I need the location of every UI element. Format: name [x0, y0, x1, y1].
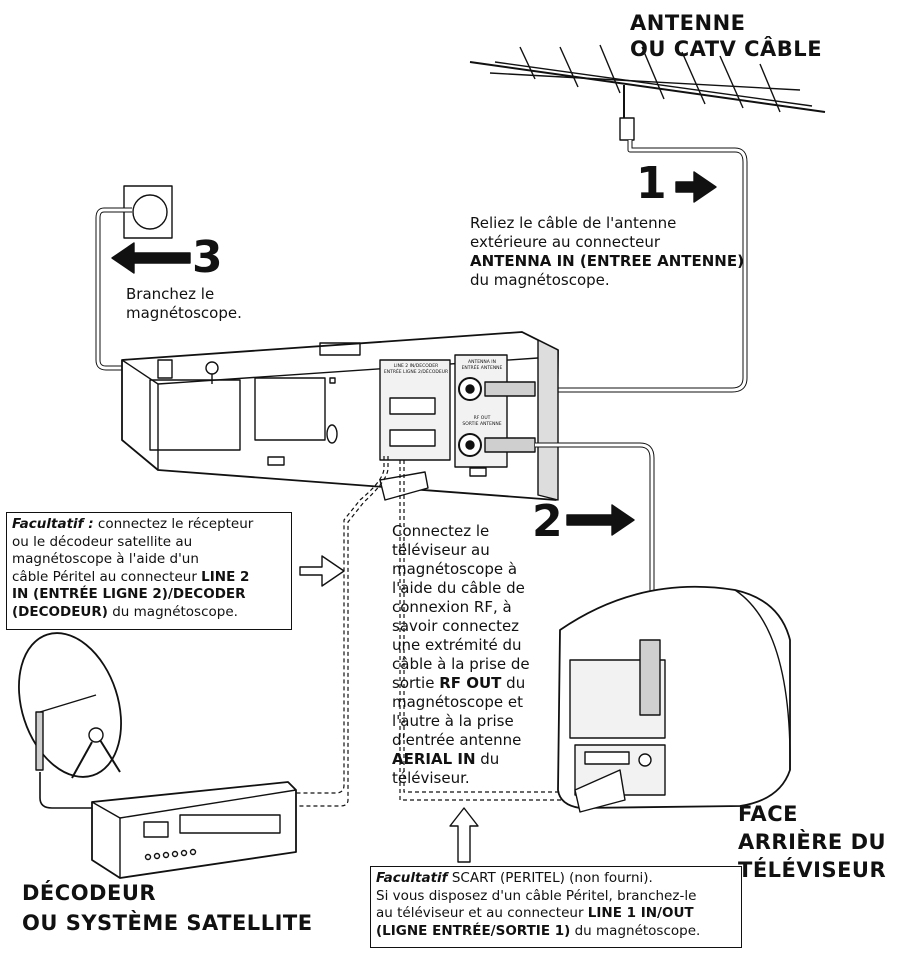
scart-cable-dashed: [290, 456, 575, 807]
text-line: magnétoscope.: [126, 304, 242, 322]
text-line: savoir connectez: [392, 617, 520, 635]
panel-label-line: ENTRÉE ANTENNE: [461, 366, 503, 371]
line2-panel-label: LINE 2 IN/DECODER ENTRÉE LIGNE 2/DÉCODEU…: [383, 364, 449, 376]
connector-name: (LIGNE ENTRÉE/SORTIE 1): [376, 922, 571, 939]
antenna-illustration: [469, 44, 826, 141]
text-line: connexion RF, à: [392, 598, 512, 616]
hollow-arrow-up-icon: [449, 807, 479, 863]
title-line: OU SYSTÈME SATELLITE: [22, 911, 313, 935]
connector-name: AERIAL IN: [392, 750, 476, 768]
vcr-rear-illustration: [121, 331, 559, 501]
panel-label-line: RF OUT: [473, 416, 491, 421]
satellite-dish-illustration: [18, 632, 122, 809]
text-part: sortie: [392, 674, 440, 692]
text-line: téléviseur au: [392, 541, 490, 559]
connector-name: RF OUT: [439, 674, 502, 692]
text-line: Si vous disposez d'un câble Péritel, bra…: [376, 887, 697, 904]
step-1-instructions: Reliez le câble de l'antenne extérieure …: [470, 214, 750, 290]
tv-rear-illustration: [557, 585, 791, 813]
title-line: TÉLÉVISEUR: [738, 858, 887, 882]
text-line: l'autre à la prise: [392, 712, 514, 730]
step-1-number: 1: [636, 158, 667, 209]
text-line: magnétoscope à: [392, 560, 518, 578]
optional-label: Facultatif :: [12, 516, 94, 532]
text-line: une extrémité du: [392, 636, 522, 654]
antenna-in-panel-label: ANTENNA IN ENTRÉE ANTENNE: [458, 360, 506, 372]
connector-name: LINE 2: [201, 568, 250, 585]
decoder-title: DÉCODEUR OU SYSTÈME SATELLITE: [22, 878, 313, 938]
step-3-number: 3: [192, 232, 223, 283]
text-line: câble à la prise de: [392, 655, 530, 673]
text-line: Reliez le câble de l'antenne: [470, 214, 677, 232]
hollow-arrow-right-icon: [299, 555, 345, 587]
text-line: extérieure au connecteur: [470, 233, 661, 251]
text-part: du: [501, 674, 526, 692]
text-part: câble Péritel au connecteur: [12, 568, 202, 585]
text-line: téléviseur.: [392, 769, 470, 787]
text-line: d'entrée antenne: [392, 731, 522, 749]
optional-scart-note: Facultatif SCART (PERITEL) (non fourni).…: [370, 866, 742, 948]
panel-label-line: LINE 2 IN/DECODER: [393, 364, 439, 369]
step-2-instructions: Connectez le téléviseur au magnétoscope …: [392, 522, 557, 788]
step-2-number: 2: [532, 496, 563, 547]
optional-label: Facultatif: [376, 870, 448, 886]
arrow-left-icon: [111, 242, 191, 274]
text-line: magnétoscope à l'aide d'un: [12, 551, 199, 567]
title-line: OU CATV CÂBLE: [630, 37, 823, 61]
step-3-instructions: Branchez le magnétoscope.: [126, 285, 286, 323]
arrow-right-icon: [675, 171, 717, 203]
connector-name: (DECODEUR): [12, 603, 108, 620]
text-line: l'aide du câble de: [392, 579, 525, 597]
title-line: FACE: [738, 802, 798, 826]
connector-name: ANTENNA IN (ENTREE ANTENNE): [470, 252, 744, 270]
text-line: magnétoscope et: [392, 693, 523, 711]
wall-socket: [123, 185, 173, 239]
antenna-title: ANTENNE OU CATV CÂBLE: [630, 10, 822, 62]
rf-out-panel-label: RF OUT SORTIE ANTENNE: [458, 416, 506, 428]
text-line: Branchez le: [126, 285, 215, 303]
title-line: ARRIÈRE DU: [738, 830, 887, 854]
text-part: du magnétoscope.: [570, 922, 701, 939]
text-part: SCART (PERITEL) (non fourni).: [447, 870, 653, 886]
title-line: ANTENNE: [630, 11, 746, 35]
panel-label-line: ENTRÉE LIGNE 2/DÉCODEUR: [383, 370, 449, 375]
panel-label-line: ANTENNA IN: [468, 360, 496, 365]
arrow-right-icon: [566, 504, 635, 536]
tv-back-title: FACE ARRIÈRE DU TÉLÉVISEUR: [738, 800, 886, 884]
decoder-box-illustration: [91, 781, 297, 879]
title-line: DÉCODEUR: [22, 881, 157, 905]
text-line: du magnétoscope.: [470, 271, 610, 289]
text-line: ou le décodeur satellite au: [12, 533, 193, 550]
text-part: du: [475, 750, 500, 768]
connector-name: LINE 1 IN/OUT: [587, 905, 694, 921]
optional-decoder-note: Facultatif : connectez le récepteur ou l…: [6, 512, 292, 630]
panel-label-line: SORTIE ANTENNE: [462, 422, 502, 427]
text-part: du magnétoscope.: [107, 603, 238, 620]
connector-name: IN (ENTRÉE LIGNE 2)/DECODER: [12, 586, 246, 602]
text-part: au téléviseur et au connecteur: [376, 905, 588, 921]
text-line: Connectez le: [392, 522, 490, 540]
text-part: connectez le récepteur: [93, 516, 254, 532]
